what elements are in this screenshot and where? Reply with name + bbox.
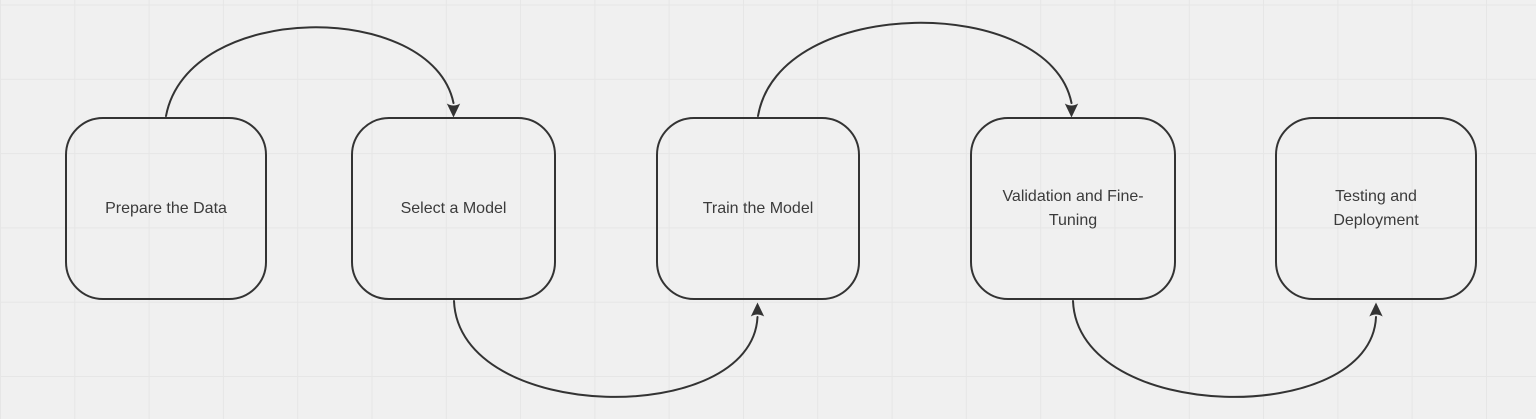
edge-curve[interactable] — [757, 21, 1073, 117]
arrowhead-up-icon — [750, 302, 765, 317]
flow-node-validation-and-fine-tuning[interactable]: Validation and Fine-Tuning — [970, 117, 1176, 300]
node-label: Select a Model — [400, 199, 507, 217]
edge-arrow-train-to-validation[interactable] — [757, 21, 1079, 118]
edge-curve[interactable] — [453, 300, 759, 398]
node-label: Prepare the Data — [105, 199, 227, 217]
edge-curve[interactable] — [165, 26, 455, 117]
node-label: Validation and Fine-Tuning — [1002, 188, 1144, 229]
flow-node-testing-and-deployment[interactable]: Testing and Deployment — [1275, 117, 1477, 300]
edge-arrow-select-to-train[interactable] — [453, 300, 765, 398]
edge-arrow-prepare-to-select[interactable] — [165, 26, 461, 118]
flow-node-prepare-the-data[interactable]: Prepare the Data — [65, 117, 267, 300]
arrowhead-down-icon — [446, 103, 461, 118]
node-label: Testing and Deployment — [1333, 188, 1419, 229]
flow-node-train-the-model[interactable]: Train the Model — [656, 117, 860, 300]
edge-curve[interactable] — [1072, 300, 1377, 398]
flow-node-select-a-model[interactable]: Select a Model — [351, 117, 556, 300]
arrowhead-up-icon — [1369, 302, 1383, 317]
arrowhead-down-icon — [1064, 103, 1079, 118]
node-label: Train the Model — [702, 199, 814, 217]
edge-arrow-validation-to-testing[interactable] — [1072, 300, 1383, 398]
